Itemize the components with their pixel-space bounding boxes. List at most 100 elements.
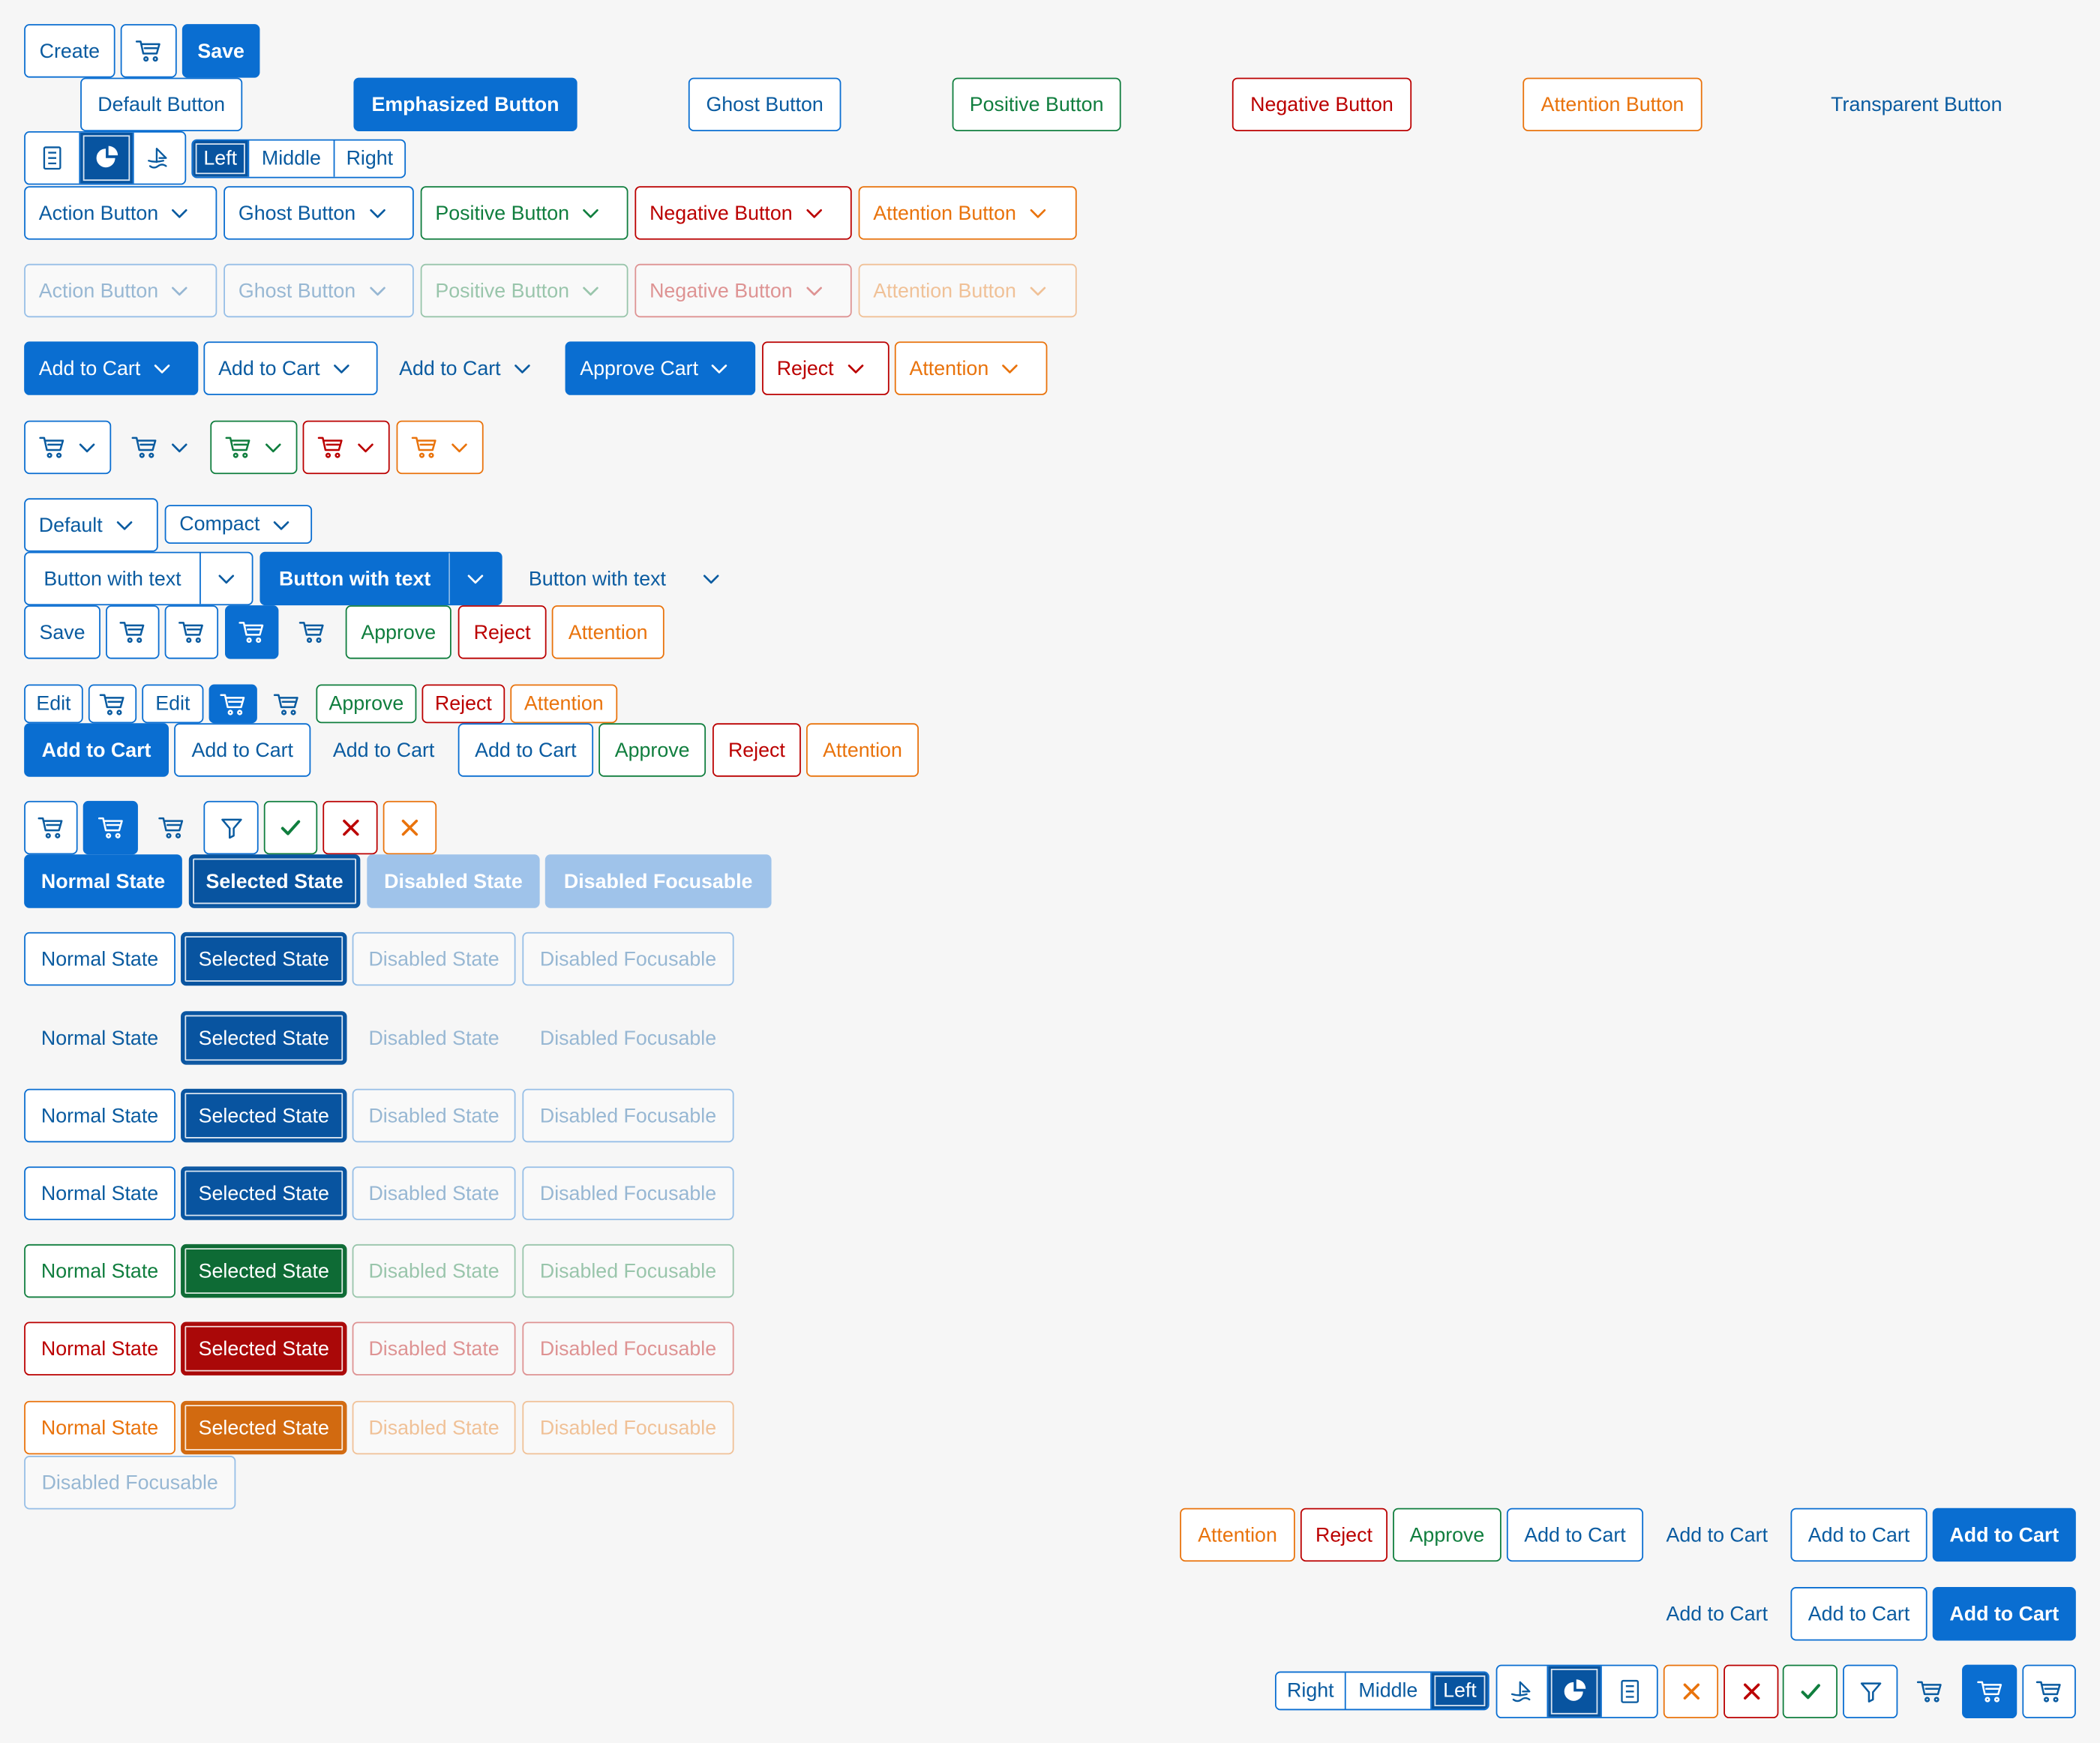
create-button[interactable]: Create <box>24 24 116 78</box>
ghost-button[interactable]: Ghost Button <box>688 77 842 131</box>
cart-menu-attention[interactable] <box>396 420 484 475</box>
normal-state-attention[interactable]: Normal State <box>24 1400 176 1455</box>
normal-state-emphasized[interactable]: Normal State <box>24 854 182 908</box>
add-to-cart-transparent[interactable]: Add to Cart <box>1648 1587 1785 1640</box>
add-to-cart-menu-transparent[interactable]: Add to Cart <box>384 341 558 394</box>
cart-button-transparent[interactable] <box>285 605 338 658</box>
selected-state-negative[interactable]: Selected State <box>181 1322 347 1376</box>
disabled-focusable-outline[interactable]: Disabled Focusable <box>522 1166 734 1220</box>
segment-right[interactable]: Right <box>1276 1672 1346 1709</box>
default-size-menu[interactable]: Default <box>24 498 158 552</box>
cart-button-emphasized[interactable] <box>82 800 138 855</box>
reject-button[interactable]: Reject <box>458 605 547 659</box>
cart-menu-button[interactable] <box>24 420 112 475</box>
add-to-cart-transparent[interactable]: Add to Cart <box>316 723 451 776</box>
edit-button-compact[interactable]: Edit <box>142 684 204 724</box>
save-button-default[interactable]: Save <box>24 605 100 659</box>
cart-button-emphasized[interactable] <box>1962 1664 2018 1719</box>
split-arrow[interactable] <box>448 553 501 604</box>
close-button-attention[interactable] <box>382 800 437 855</box>
split-main[interactable]: Button with text <box>279 567 431 590</box>
selected-state-attention[interactable]: Selected State <box>181 1400 347 1455</box>
reject-menu[interactable]: Reject <box>762 341 890 395</box>
reject-button[interactable]: Reject <box>1300 1508 1388 1562</box>
selected-state-default[interactable]: Selected State <box>181 932 347 986</box>
cart-button[interactable] <box>24 800 78 855</box>
normal-state-positive[interactable]: Normal State <box>24 1244 176 1298</box>
cart-button-compact[interactable] <box>88 684 137 724</box>
attention-button[interactable]: Attention Button <box>1522 77 1702 131</box>
approve-button[interactable]: Approve <box>345 605 452 659</box>
attention-button[interactable]: Attention <box>551 605 664 659</box>
cart-button-emphasized[interactable] <box>224 605 279 659</box>
selected-state-emphasized[interactable]: Selected State <box>188 854 361 908</box>
disabled-focusable-default[interactable]: Disabled Focusable <box>522 932 734 986</box>
accept-button[interactable] <box>1782 1664 1838 1719</box>
attention-menu[interactable]: Attention <box>894 341 1048 395</box>
disabled-focusable-ghost[interactable]: Disabled Focusable <box>522 1088 734 1143</box>
segment-shipping[interactable] <box>1497 1666 1549 1718</box>
positive-menu-button[interactable]: Positive Button <box>420 186 628 240</box>
selected-state-outline[interactable]: Selected State <box>181 1166 347 1220</box>
ghost-menu-button[interactable]: Ghost Button <box>224 186 414 240</box>
selected-state-ghost[interactable]: Selected State <box>181 1088 347 1143</box>
accept-button[interactable] <box>263 800 318 855</box>
add-to-cart-ghost[interactable]: Add to Cart <box>1506 1508 1644 1562</box>
reject-button[interactable]: Reject <box>712 723 801 777</box>
segment-document[interactable] <box>1602 1666 1657 1717</box>
cart-button[interactable] <box>2022 1664 2076 1719</box>
add-to-cart-default[interactable]: Add to Cart <box>1790 1587 1928 1641</box>
close-button-attention[interactable] <box>1663 1664 1719 1719</box>
segment-middle[interactable]: Middle <box>1346 1672 1432 1709</box>
positive-button[interactable]: Positive Button <box>952 77 1121 131</box>
approve-cart-menu[interactable]: Approve Cart <box>565 341 756 395</box>
normal-state-ghost[interactable]: Normal State <box>24 1088 176 1143</box>
segment-left[interactable]: Left <box>193 140 250 177</box>
split-arrow[interactable] <box>684 553 736 604</box>
attention-menu-button[interactable]: Attention Button <box>858 186 1077 240</box>
attention-button[interactable]: Attention <box>1180 1508 1295 1562</box>
disabled-focusable-positive[interactable]: Disabled Focusable <box>522 1244 734 1298</box>
segment-shipping[interactable] <box>134 133 185 184</box>
normal-state-negative[interactable]: Normal State <box>24 1322 176 1376</box>
cart-button-compact-emphasized[interactable] <box>208 684 257 724</box>
filter-button[interactable] <box>1843 1664 1898 1719</box>
add-to-cart-transparent[interactable]: Add to Cart <box>1648 1508 1785 1562</box>
cart-menu-positive[interactable] <box>210 420 298 475</box>
decline-button[interactable] <box>322 800 378 855</box>
edit-button-compact[interactable]: Edit <box>24 684 83 724</box>
segment-pie-chart[interactable] <box>1548 1666 1602 1718</box>
approve-button[interactable]: Approve <box>598 723 706 777</box>
cart-menu-transparent[interactable] <box>116 421 203 474</box>
decline-button[interactable] <box>1724 1664 1779 1719</box>
save-button[interactable]: Save <box>182 24 260 78</box>
attention-button-compact[interactable]: Attention <box>510 684 618 724</box>
cart-button-transparent[interactable] <box>143 801 198 854</box>
add-to-cart-default[interactable]: Add to Cart <box>174 723 311 777</box>
negative-menu-button[interactable]: Negative Button <box>634 186 852 240</box>
add-to-cart-emphasized[interactable]: Add to Cart <box>1932 1508 2076 1562</box>
transparent-button[interactable]: Transparent Button <box>1814 78 2020 131</box>
add-to-cart-ghost[interactable]: Add to Cart <box>458 723 594 777</box>
selected-state-transparent[interactable]: Selected State <box>181 1011 347 1065</box>
add-to-cart-emphasized[interactable]: Add to Cart <box>1932 1587 2076 1641</box>
segment-middle[interactable]: Middle <box>249 140 335 177</box>
compact-size-menu[interactable]: Compact <box>164 505 313 544</box>
normal-state-outline[interactable]: Normal State <box>24 1166 176 1220</box>
selected-state-positive[interactable]: Selected State <box>181 1244 347 1298</box>
filter-button[interactable] <box>203 800 259 855</box>
segment-pie-chart[interactable] <box>80 132 134 184</box>
disabled-focusable-negative[interactable]: Disabled Focusable <box>522 1322 734 1376</box>
disabled-focusable-transparent[interactable]: Disabled Focusable <box>522 1011 734 1064</box>
cart-button[interactable] <box>106 605 160 659</box>
split-main[interactable]: Button with text <box>44 567 182 590</box>
add-to-cart-emphasized[interactable]: Add to Cart <box>24 723 169 777</box>
add-to-cart-menu-emphasized[interactable]: Add to Cart <box>24 341 199 395</box>
action-menu-button[interactable]: Action Button <box>24 186 218 240</box>
cart-button[interactable] <box>120 24 177 78</box>
segment-document[interactable] <box>26 132 81 184</box>
normal-state-transparent[interactable]: Normal State <box>24 1011 176 1064</box>
default-button[interactable]: Default Button <box>80 77 243 131</box>
approve-button[interactable]: Approve <box>1393 1508 1502 1562</box>
add-to-cart-menu-default[interactable]: Add to Cart <box>203 341 378 395</box>
